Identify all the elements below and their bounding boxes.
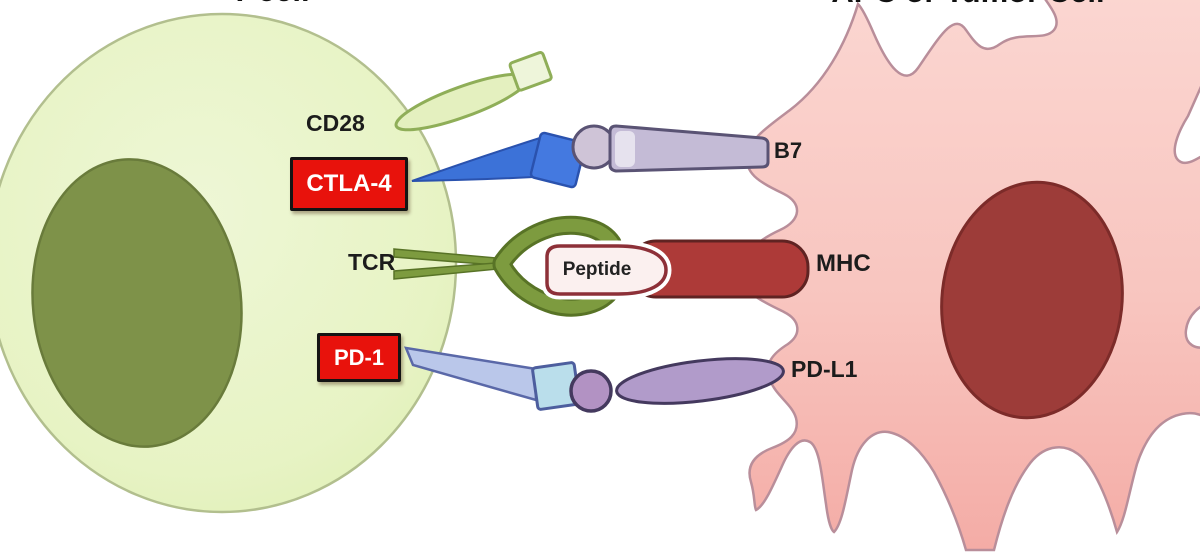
cd28-receptor (394, 51, 553, 132)
ctla4-highlight-box: CTLA-4 (290, 157, 408, 211)
ctla4-receptor (411, 131, 587, 189)
peptide-label: Peptide (562, 259, 632, 280)
pdl1-label: PD-L1 (791, 356, 858, 382)
tcr-receptor (393, 215, 622, 317)
t-cell-title: T cell (190, 0, 350, 6)
b7-ligand (571, 124, 770, 173)
apc-cell-title: APC or Tumor Cell (788, 0, 1148, 7)
pdl1-body (615, 357, 785, 405)
apc-nucleus (940, 180, 1124, 420)
t-cell-nucleus (31, 158, 243, 448)
cd28-label: CD28 (306, 110, 365, 136)
cd28-receptor-tip (508, 51, 553, 92)
pdl1-ligand (569, 357, 785, 413)
b7-stalk (608, 124, 770, 173)
mhc-label: MHC (816, 250, 871, 277)
t-cell (0, 12, 458, 514)
pd1-label: PD-1 (333, 344, 385, 370)
pdl1-knob (569, 369, 613, 413)
b7-label: B7 (774, 138, 803, 163)
peptide-capsule-body (545, 244, 668, 296)
pd1-highlight-box: PD-1 (317, 333, 401, 382)
ctla4-label: CTLA-4 (306, 170, 392, 197)
peptide-capsule (541, 240, 672, 300)
pd1-receptor (403, 346, 581, 411)
tcr-label: TCR (348, 249, 396, 275)
apc-cell (740, 0, 1200, 552)
b7-highlight (615, 131, 635, 167)
